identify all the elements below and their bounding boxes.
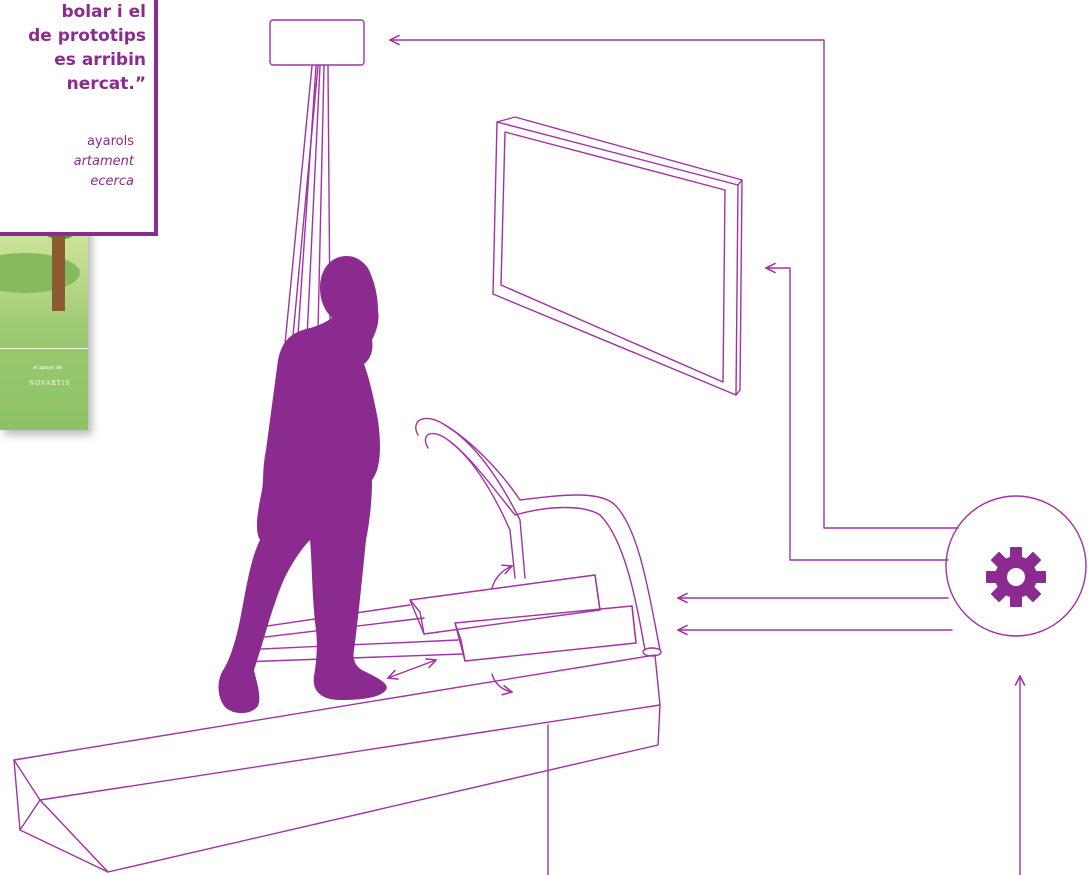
- gear-icon: [986, 547, 1046, 607]
- poster-hill: [0, 253, 80, 293]
- attribution-role: artament: [74, 152, 134, 172]
- poster-credit: el apoyo de: [33, 365, 62, 371]
- poster-brand: NOVARTIS: [29, 380, 70, 387]
- poster-tree-trunk: [52, 233, 65, 311]
- quote-box: bolar i el de prototips es arribin nerca…: [0, 0, 158, 236]
- booklet-cover: el apoyo de NOVARTIS: [0, 205, 88, 430]
- quote-line: de prototips: [28, 24, 146, 48]
- quote-text: bolar i el de prototips es arribin nerca…: [28, 0, 146, 96]
- quote-line: es arribin: [28, 48, 146, 72]
- display-screen: [493, 117, 742, 395]
- quote-attribution: ayarols artament ecerca: [74, 132, 134, 192]
- poster-divider: [0, 348, 88, 349]
- quote-line: bolar i el: [28, 0, 146, 24]
- actuator-rods: [240, 575, 636, 662]
- attribution-name: ayarols: [74, 132, 134, 152]
- handrail: [416, 418, 661, 656]
- attribution-role: ecerca: [74, 172, 134, 192]
- quote-line: nercat.”: [28, 72, 146, 96]
- motion-arrows: [388, 566, 512, 692]
